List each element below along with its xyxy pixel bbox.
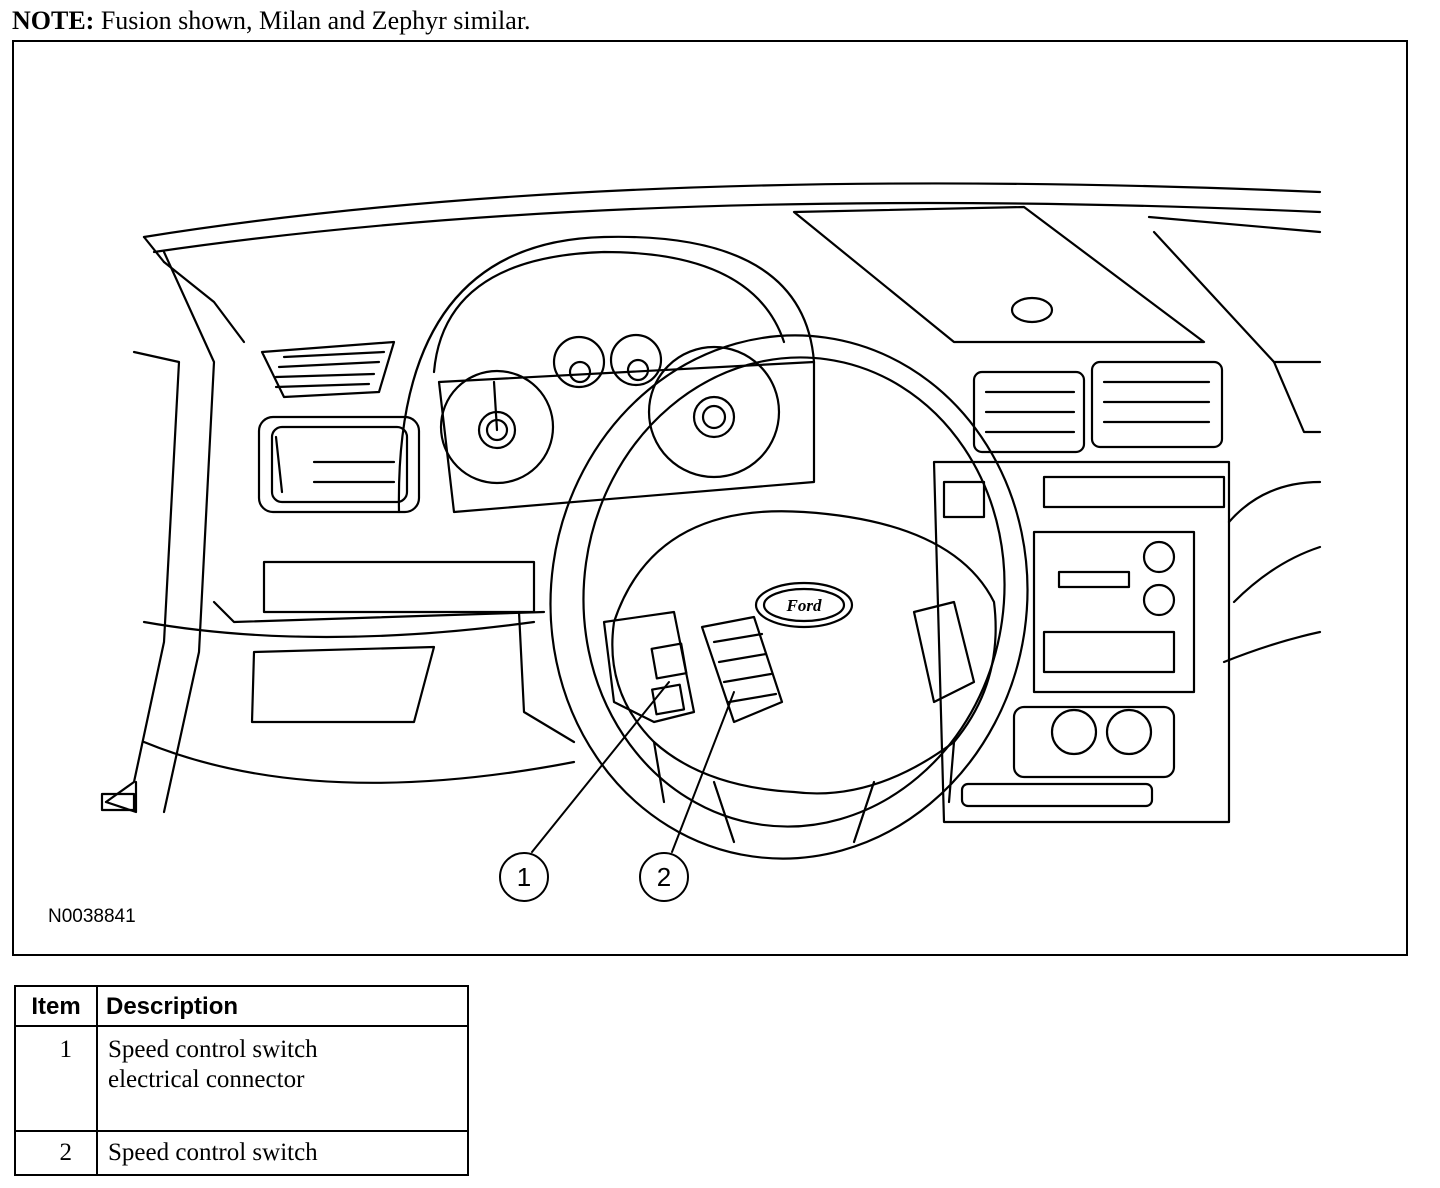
note-line: NOTE: Fusion shown, Milan and Zephyr sim… (12, 4, 531, 38)
item-description-table: Item Description 1 Speed control switch … (14, 985, 469, 1176)
table-row: 2 Speed control switch (14, 1130, 469, 1176)
figure-id: N0038841 (48, 906, 136, 927)
header-item: Item (14, 985, 98, 1027)
table-row: 1 Speed control switch electrical connec… (14, 1025, 469, 1132)
note-text: Fusion shown, Milan and Zephyr similar. (94, 6, 531, 35)
note-label: NOTE: (12, 6, 95, 35)
row-2-description: Speed control switch (96, 1130, 469, 1176)
row-1-description: Speed control switch electrical connecto… (96, 1025, 469, 1132)
callout-1: 1 (517, 862, 531, 892)
row-1-description-line1: Speed control switch (108, 1036, 318, 1063)
header-description: Description (96, 985, 469, 1027)
row-2-item: 2 (14, 1130, 98, 1176)
dashboard-illustration: 1 2 Ford N0038841 (12, 40, 1408, 956)
row-1-description-line2: electrical connector (108, 1066, 305, 1093)
row-1-item: 1 (14, 1025, 98, 1132)
table-header-row: Item Description (14, 985, 469, 1027)
callout-2: 2 (657, 862, 671, 892)
ford-logo-text: Ford (786, 596, 822, 615)
